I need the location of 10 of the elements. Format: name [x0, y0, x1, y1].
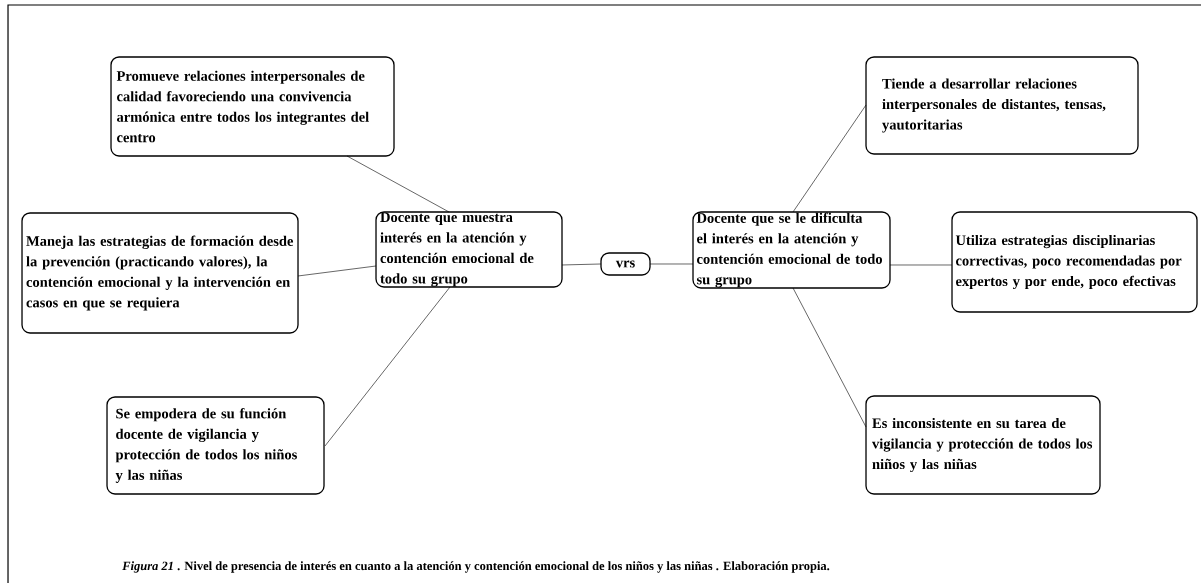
separator-box: vrs — [600, 252, 651, 276]
text-box: Docente que muestra interés en la atención y contención emocional de todo su grupo — [375, 211, 563, 288]
figure-caption: Figura 21 . Nivel de presencia de interés en cuanto a la atención y contención emocional de los niños y las niñas . Elaboración propia. — [122, 561, 830, 573]
text-box: Promueve relaciones interpersonales de calidad favoreciendo una convivencia armónica entre todos los integrantes del centro — [110, 56, 395, 157]
text-box: Tiende a desarrollar relaciones interpersonales de distantes, tensas, yautoritarias — [865, 56, 1139, 155]
text-box: Docente que se le dificulta el interés en la atención y contención emocional de todo su grupo — [692, 211, 891, 289]
text-box: Se empodera de su función docente de vigilancia y protección de todos los niños y las niñas — [106, 396, 325, 495]
text-box: Maneja las estrategias de formación desde la prevención (practicando valores), la contención emocional y la intervención en casos en que se requiera — [21, 212, 299, 334]
text-box: Utiliza estrategias disciplinarias correctivas, poco recomendadas por expertos y por ende, poco efectivas — [951, 211, 1198, 313]
text-box: Es inconsistente en su tarea de vigilancia y protección de todos los niños y las niñas — [865, 395, 1101, 495]
